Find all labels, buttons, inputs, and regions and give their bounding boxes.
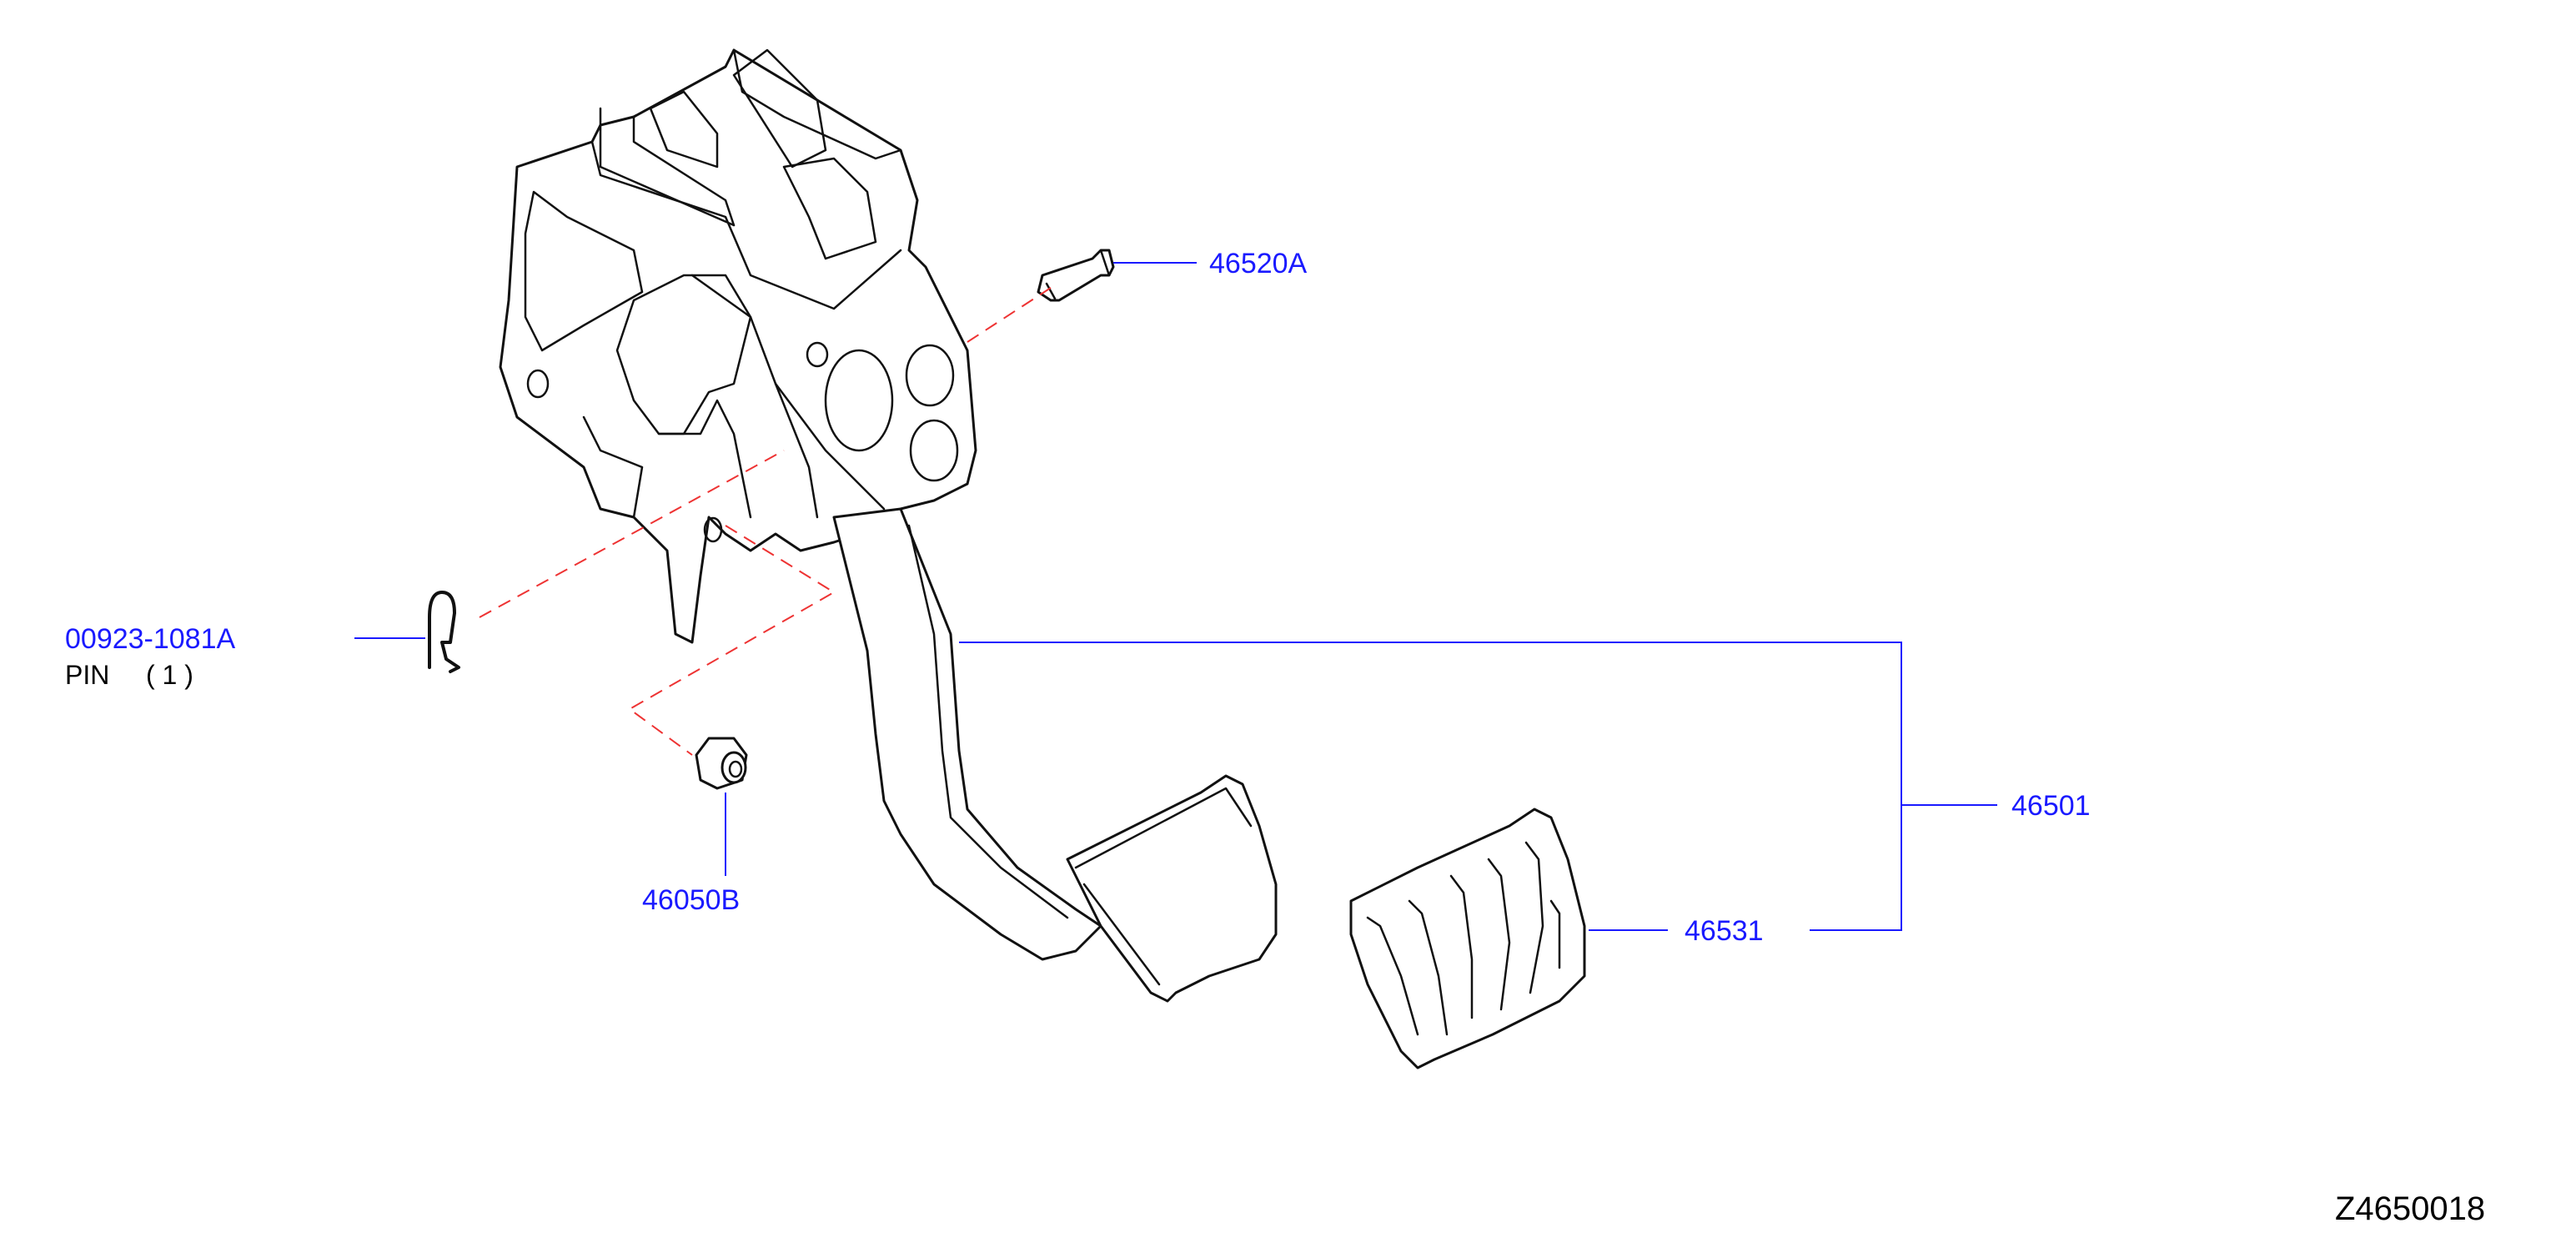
label-pin-name: PIN [65, 660, 109, 690]
callout-leader-lines [354, 262, 1997, 931]
label-00923-1081A: 00923-1081A [65, 623, 236, 655]
bushing-nut-drawing [695, 737, 748, 790]
pedal-arm-drawing [832, 507, 1278, 1003]
callout-labels: 46520A 00923-1081A PIN ( 1 ) 46050B 4650… [65, 248, 2091, 947]
drawing-code: Z4650018 [2335, 1190, 2485, 1227]
label-pin-qty: ( 1 ) [146, 660, 193, 690]
label-46050B: 46050B [642, 884, 740, 916]
label-46531: 46531 [1685, 915, 1764, 947]
label-46501: 46501 [2011, 790, 2091, 822]
pedal-bracket-drawing [499, 48, 977, 644]
leader-46501 [959, 642, 1902, 931]
assembly-guide-lines [479, 287, 1052, 756]
snap-pin-drawing [428, 591, 460, 673]
clevis-pin-drawing [1037, 249, 1115, 302]
pedal-pad-drawing [1349, 808, 1586, 1069]
label-46520A: 46520A [1209, 248, 1308, 279]
